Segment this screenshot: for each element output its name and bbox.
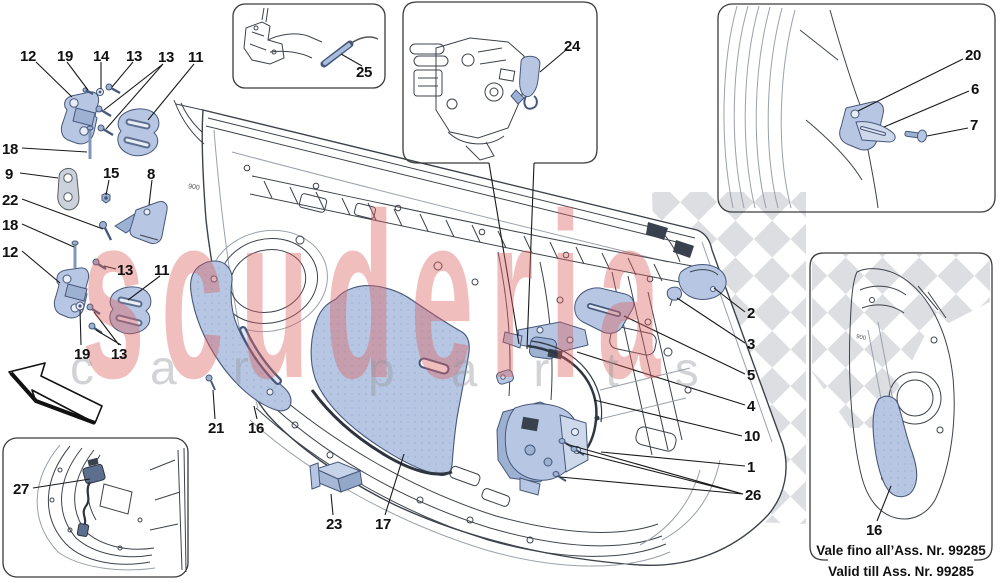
patch-16	[872, 395, 918, 498]
callout-13: 13	[111, 346, 128, 363]
callout-24: 24	[564, 38, 581, 55]
grommet-9	[57, 167, 80, 211]
callout-21: 21	[208, 420, 225, 437]
inset-sill-detail	[2, 437, 189, 578]
leader-lines	[19, 49, 970, 522]
callout-18: 18	[2, 217, 19, 234]
bracket-16	[190, 260, 292, 412]
hinge-bracket-11-lower	[109, 286, 152, 335]
check-arm-6	[855, 121, 896, 143]
hinge-lower-12	[53, 267, 90, 319]
callout-9: 9	[5, 166, 14, 183]
window-stop-plug	[496, 369, 514, 385]
hinge-upper-12	[60, 91, 100, 145]
rod-25	[320, 40, 354, 68]
door-lock-1	[496, 401, 589, 496]
callout-5: 5	[747, 367, 756, 384]
callout-7: 7	[970, 117, 979, 134]
callout-19: 19	[57, 48, 74, 65]
callout-25: 25	[356, 64, 373, 81]
callout-15: 15	[103, 165, 120, 182]
insulation-panel-17	[310, 285, 470, 477]
callout-22: 22	[2, 192, 19, 209]
validity-line-italian: Vale fino all’Ass. Nr. 99285	[816, 543, 986, 558]
callout-16: 16	[248, 420, 265, 437]
callout-26: 26	[745, 487, 762, 504]
callout-2: 2	[747, 305, 756, 322]
callout-19: 19	[74, 346, 91, 363]
callout-3: 3	[747, 336, 756, 353]
callout-12: 12	[2, 244, 19, 261]
exterior-handle-2	[678, 264, 727, 300]
callout-18: 18	[2, 141, 19, 158]
pin-18-lower	[71, 240, 79, 268]
callout-20: 20	[965, 47, 982, 64]
courtesy-light-23	[309, 461, 363, 493]
nut-15	[101, 192, 111, 204]
inset-lock-mechanism	[402, 1, 598, 164]
lever-24	[510, 55, 541, 110]
callout-13: 13	[158, 49, 175, 66]
screw-22	[99, 221, 113, 241]
callout-17: 17	[375, 516, 392, 533]
screw-7	[904, 129, 928, 143]
callout-13: 13	[126, 48, 143, 65]
callout-1: 1	[747, 459, 756, 476]
callout-8: 8	[147, 166, 156, 183]
handle-button-3	[666, 286, 682, 307]
callout-4: 4	[747, 398, 756, 415]
inset-rear-panel	[809, 252, 993, 561]
callout-27: 27	[13, 481, 30, 498]
hinge-fasteners-top	[82, 83, 121, 159]
callout-13: 13	[117, 262, 134, 279]
validity-line-english: Valid till Ass. Nr. 99285	[828, 564, 974, 579]
callout-16: 16	[866, 522, 883, 539]
direction-arrow	[8, 362, 103, 425]
callout-10: 10	[744, 428, 761, 445]
inset-interior-handle	[232, 3, 386, 89]
callout-6: 6	[971, 81, 980, 98]
callout-11: 11	[188, 49, 204, 66]
inset-door-check	[717, 3, 996, 213]
hinge-bracket-11-upper	[117, 108, 160, 157]
door-check-strap-8	[114, 201, 168, 245]
door-panel-line-art	[173, 99, 787, 567]
callout-11: 11	[154, 262, 170, 279]
screw-21	[205, 374, 216, 391]
callout-23: 23	[326, 516, 343, 533]
callout-14: 14	[93, 48, 110, 65]
handle-bracket-5	[574, 287, 635, 334]
callout-12: 12	[20, 48, 37, 65]
